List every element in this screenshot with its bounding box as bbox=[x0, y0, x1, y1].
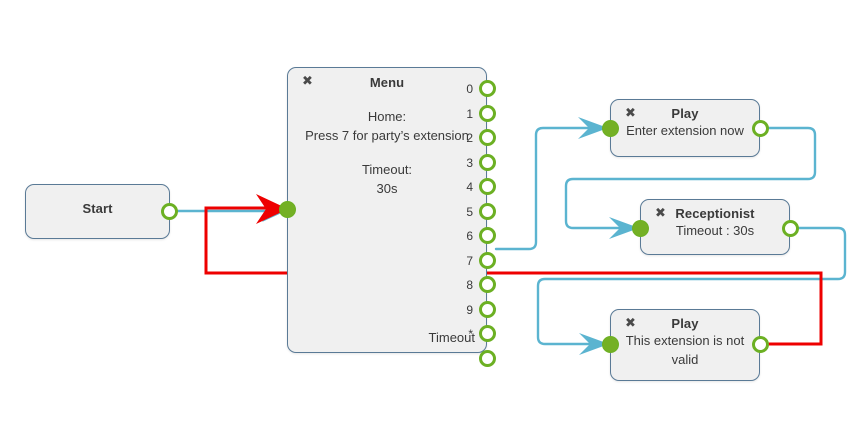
wire-play2-to-menu-highlighted[interactable] bbox=[204, 194, 823, 346]
wire-play1-to-receptionist[interactable] bbox=[564, 126, 817, 239]
wire-menu7-to-play1[interactable] bbox=[494, 117, 608, 251]
port-label-1: 1 bbox=[466, 106, 473, 121]
close-icon[interactable]: ✖ bbox=[625, 316, 636, 331]
port-label-9: 9 bbox=[466, 302, 473, 317]
port-label-2: 2 bbox=[466, 131, 473, 145]
port-menu-output-6[interactable] bbox=[479, 227, 496, 244]
port-menu-output-0[interactable] bbox=[479, 80, 496, 97]
port-start-output[interactable] bbox=[161, 203, 178, 220]
port-menu-output-9[interactable] bbox=[479, 300, 496, 318]
port-play2-input[interactable] bbox=[602, 336, 619, 353]
node-start-title: Start bbox=[82, 201, 113, 216]
port-menu-output-8[interactable] bbox=[479, 276, 496, 293]
node-receptionist-title: Receptionist bbox=[675, 206, 755, 221]
node-receptionist[interactable]: ✖ Receptionist Timeout : 30s bbox=[640, 199, 790, 255]
port-menu-output-4[interactable] bbox=[479, 178, 496, 195]
port-label-3: 3 bbox=[466, 155, 473, 170]
port-receptionist-input[interactable] bbox=[632, 220, 649, 237]
node-start[interactable]: Start bbox=[25, 184, 170, 239]
port-play1-input[interactable] bbox=[602, 120, 619, 137]
port-label-7: 7 bbox=[466, 253, 473, 268]
node-play1-title: Play bbox=[671, 106, 699, 121]
node-play-enter-extension[interactable]: ✖ Play Enter extension now bbox=[610, 99, 760, 157]
node-play-invalid-extension[interactable]: ✖ Play This extension is not valid bbox=[610, 309, 760, 381]
port-menu-output-7[interactable] bbox=[479, 251, 496, 269]
port-menu-output-1[interactable] bbox=[479, 104, 496, 122]
port-menu-output-2[interactable] bbox=[479, 129, 496, 146]
menu-line-1: Home: bbox=[367, 109, 407, 124]
close-icon[interactable]: ✖ bbox=[625, 106, 636, 121]
menu-line-2: Press 7 for party’s extension bbox=[305, 128, 469, 143]
node-receptionist-body: Timeout : 30s bbox=[675, 223, 755, 238]
port-label-5: 5 bbox=[466, 204, 473, 219]
close-icon[interactable]: ✖ bbox=[302, 74, 313, 89]
port-label-6: 6 bbox=[466, 229, 473, 243]
port-menu-output-3[interactable] bbox=[479, 153, 496, 171]
port-menu-output-5[interactable] bbox=[479, 202, 496, 220]
node-menu-body: Home: Press 7 for party’s extension Time… bbox=[288, 107, 486, 198]
close-icon[interactable]: ✖ bbox=[655, 206, 666, 221]
port-menu-output-star[interactable] bbox=[479, 325, 496, 342]
play2-line-2: valid bbox=[671, 352, 699, 367]
port-receptionist-output[interactable] bbox=[782, 220, 799, 237]
menu-timeout-port-label: Timeout bbox=[428, 330, 475, 345]
port-menu-output-timeout[interactable] bbox=[479, 349, 496, 367]
port-play2-output[interactable] bbox=[752, 336, 769, 353]
port-menu-input[interactable] bbox=[279, 201, 296, 218]
menu-line-3: Timeout: bbox=[361, 162, 413, 177]
node-play2-body: This extension is not valid bbox=[611, 331, 759, 369]
menu-line-4: 30s bbox=[376, 181, 398, 196]
node-menu[interactable]: ✖ Menu Home: Press 7 for party’s extensi… bbox=[287, 67, 487, 353]
port-play1-output[interactable] bbox=[752, 120, 769, 137]
wire-receptionist-to-play2[interactable] bbox=[536, 226, 847, 355]
node-menu-title: Menu bbox=[369, 75, 405, 90]
node-play1-body: Enter extension now bbox=[626, 123, 744, 138]
play2-line-1: This extension is not bbox=[625, 333, 745, 348]
port-label-0: 0 bbox=[466, 82, 473, 96]
port-label-4: 4 bbox=[466, 180, 473, 194]
port-label-star: * bbox=[468, 327, 473, 341]
node-play2-title: Play bbox=[671, 316, 699, 331]
port-label-8: 8 bbox=[466, 278, 473, 292]
